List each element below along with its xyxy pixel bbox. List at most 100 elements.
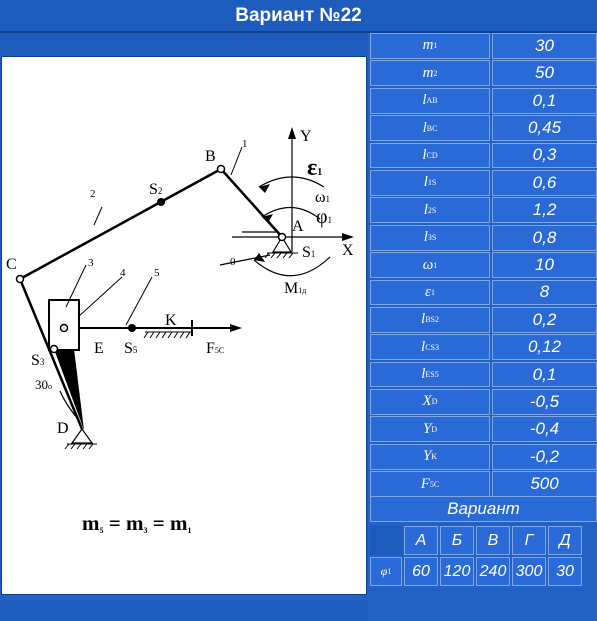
variant-col-v: В [476, 526, 510, 555]
label-s2: S2 [149, 181, 162, 198]
label-d: D [57, 420, 69, 437]
mass-equation: m5 = m3 = m1 [82, 511, 192, 535]
link-3-cd [18, 278, 84, 430]
label-a: A [292, 218, 304, 235]
link-2-bc [19, 167, 222, 281]
variant-corner-cell [370, 526, 402, 555]
param-value: 1,2 [492, 197, 597, 224]
window-title: Вариант №22 [0, 0, 597, 33]
variant-value-a: 60 [404, 557, 438, 586]
label-angle: 30o [35, 377, 52, 392]
param-value: 0,8 [492, 224, 597, 251]
variant-value-b: 120 [440, 557, 474, 586]
param-value: 0,1 [492, 87, 597, 114]
param-value: 50 [492, 60, 597, 87]
label-link-0: 0 [230, 256, 236, 268]
variant-value-d: 30 [548, 557, 582, 586]
mechanism-diagram: Y X B A C D E K S1 S2 S3 S5 0 1 2 3 4 5 … [1, 56, 367, 595]
variant-header-row: А Б В Г Д [370, 526, 597, 555]
variant-value-v: 240 [476, 557, 510, 586]
label-s3: S3 [31, 352, 45, 369]
variant-header: Вариант [370, 496, 597, 522]
label-phi: φ1 [316, 206, 332, 228]
param-value: 8 [492, 279, 597, 306]
figure-footer-bar [0, 600, 368, 621]
param-value: 0,45 [492, 115, 597, 141]
label-link-4: 4 [120, 267, 126, 279]
figure-header-bar [0, 33, 368, 55]
label-b: B [205, 148, 216, 165]
link-1-ab [220, 168, 283, 238]
variant-col-a: А [404, 526, 438, 555]
label-link-5: 5 [154, 267, 160, 279]
label-link-3: 3 [88, 257, 94, 269]
param-value: 500 [492, 471, 597, 498]
param-value: -0,4 [492, 416, 597, 443]
param-value: 10 [492, 252, 597, 278]
label-x: X [342, 242, 354, 259]
variant-col-g: Г [512, 526, 546, 555]
param-value: 0,1 [492, 361, 597, 388]
label-force: F5C [206, 340, 224, 357]
link-3-wedge [54, 349, 84, 430]
param-value: 0,2 [492, 306, 597, 333]
variant-value-g: 300 [512, 557, 546, 586]
label-s1: S1 [302, 244, 315, 261]
variant-col-b: Б [440, 526, 474, 555]
param-value: 30 [492, 33, 597, 59]
figure-panel: Y X B A C D E K S1 S2 S3 S5 0 1 2 3 4 5 … [0, 33, 368, 621]
param-value: 0,6 [492, 169, 597, 196]
label-moment: M1д [284, 280, 306, 297]
param-value: 0,3 [492, 142, 597, 169]
param-value: -0,2 [492, 443, 597, 470]
param-value: -0,5 [492, 389, 597, 415]
label-s5: S5 [124, 340, 138, 357]
label-e: E [94, 340, 104, 357]
variant-col-d: Д [548, 526, 582, 555]
label-epsilon: ε1 [307, 155, 322, 181]
label-omega: ω1 [315, 189, 330, 206]
label-link-1: 1 [242, 138, 248, 150]
label-link-2: 2 [90, 188, 96, 200]
param-value: 0,12 [492, 334, 597, 361]
label-y: Y [300, 128, 312, 145]
label-k: K [165, 312, 177, 329]
mechanism-figure: Y X B A C D E K S1 S2 S3 S5 0 1 2 3 4 5 … [6, 127, 354, 450]
